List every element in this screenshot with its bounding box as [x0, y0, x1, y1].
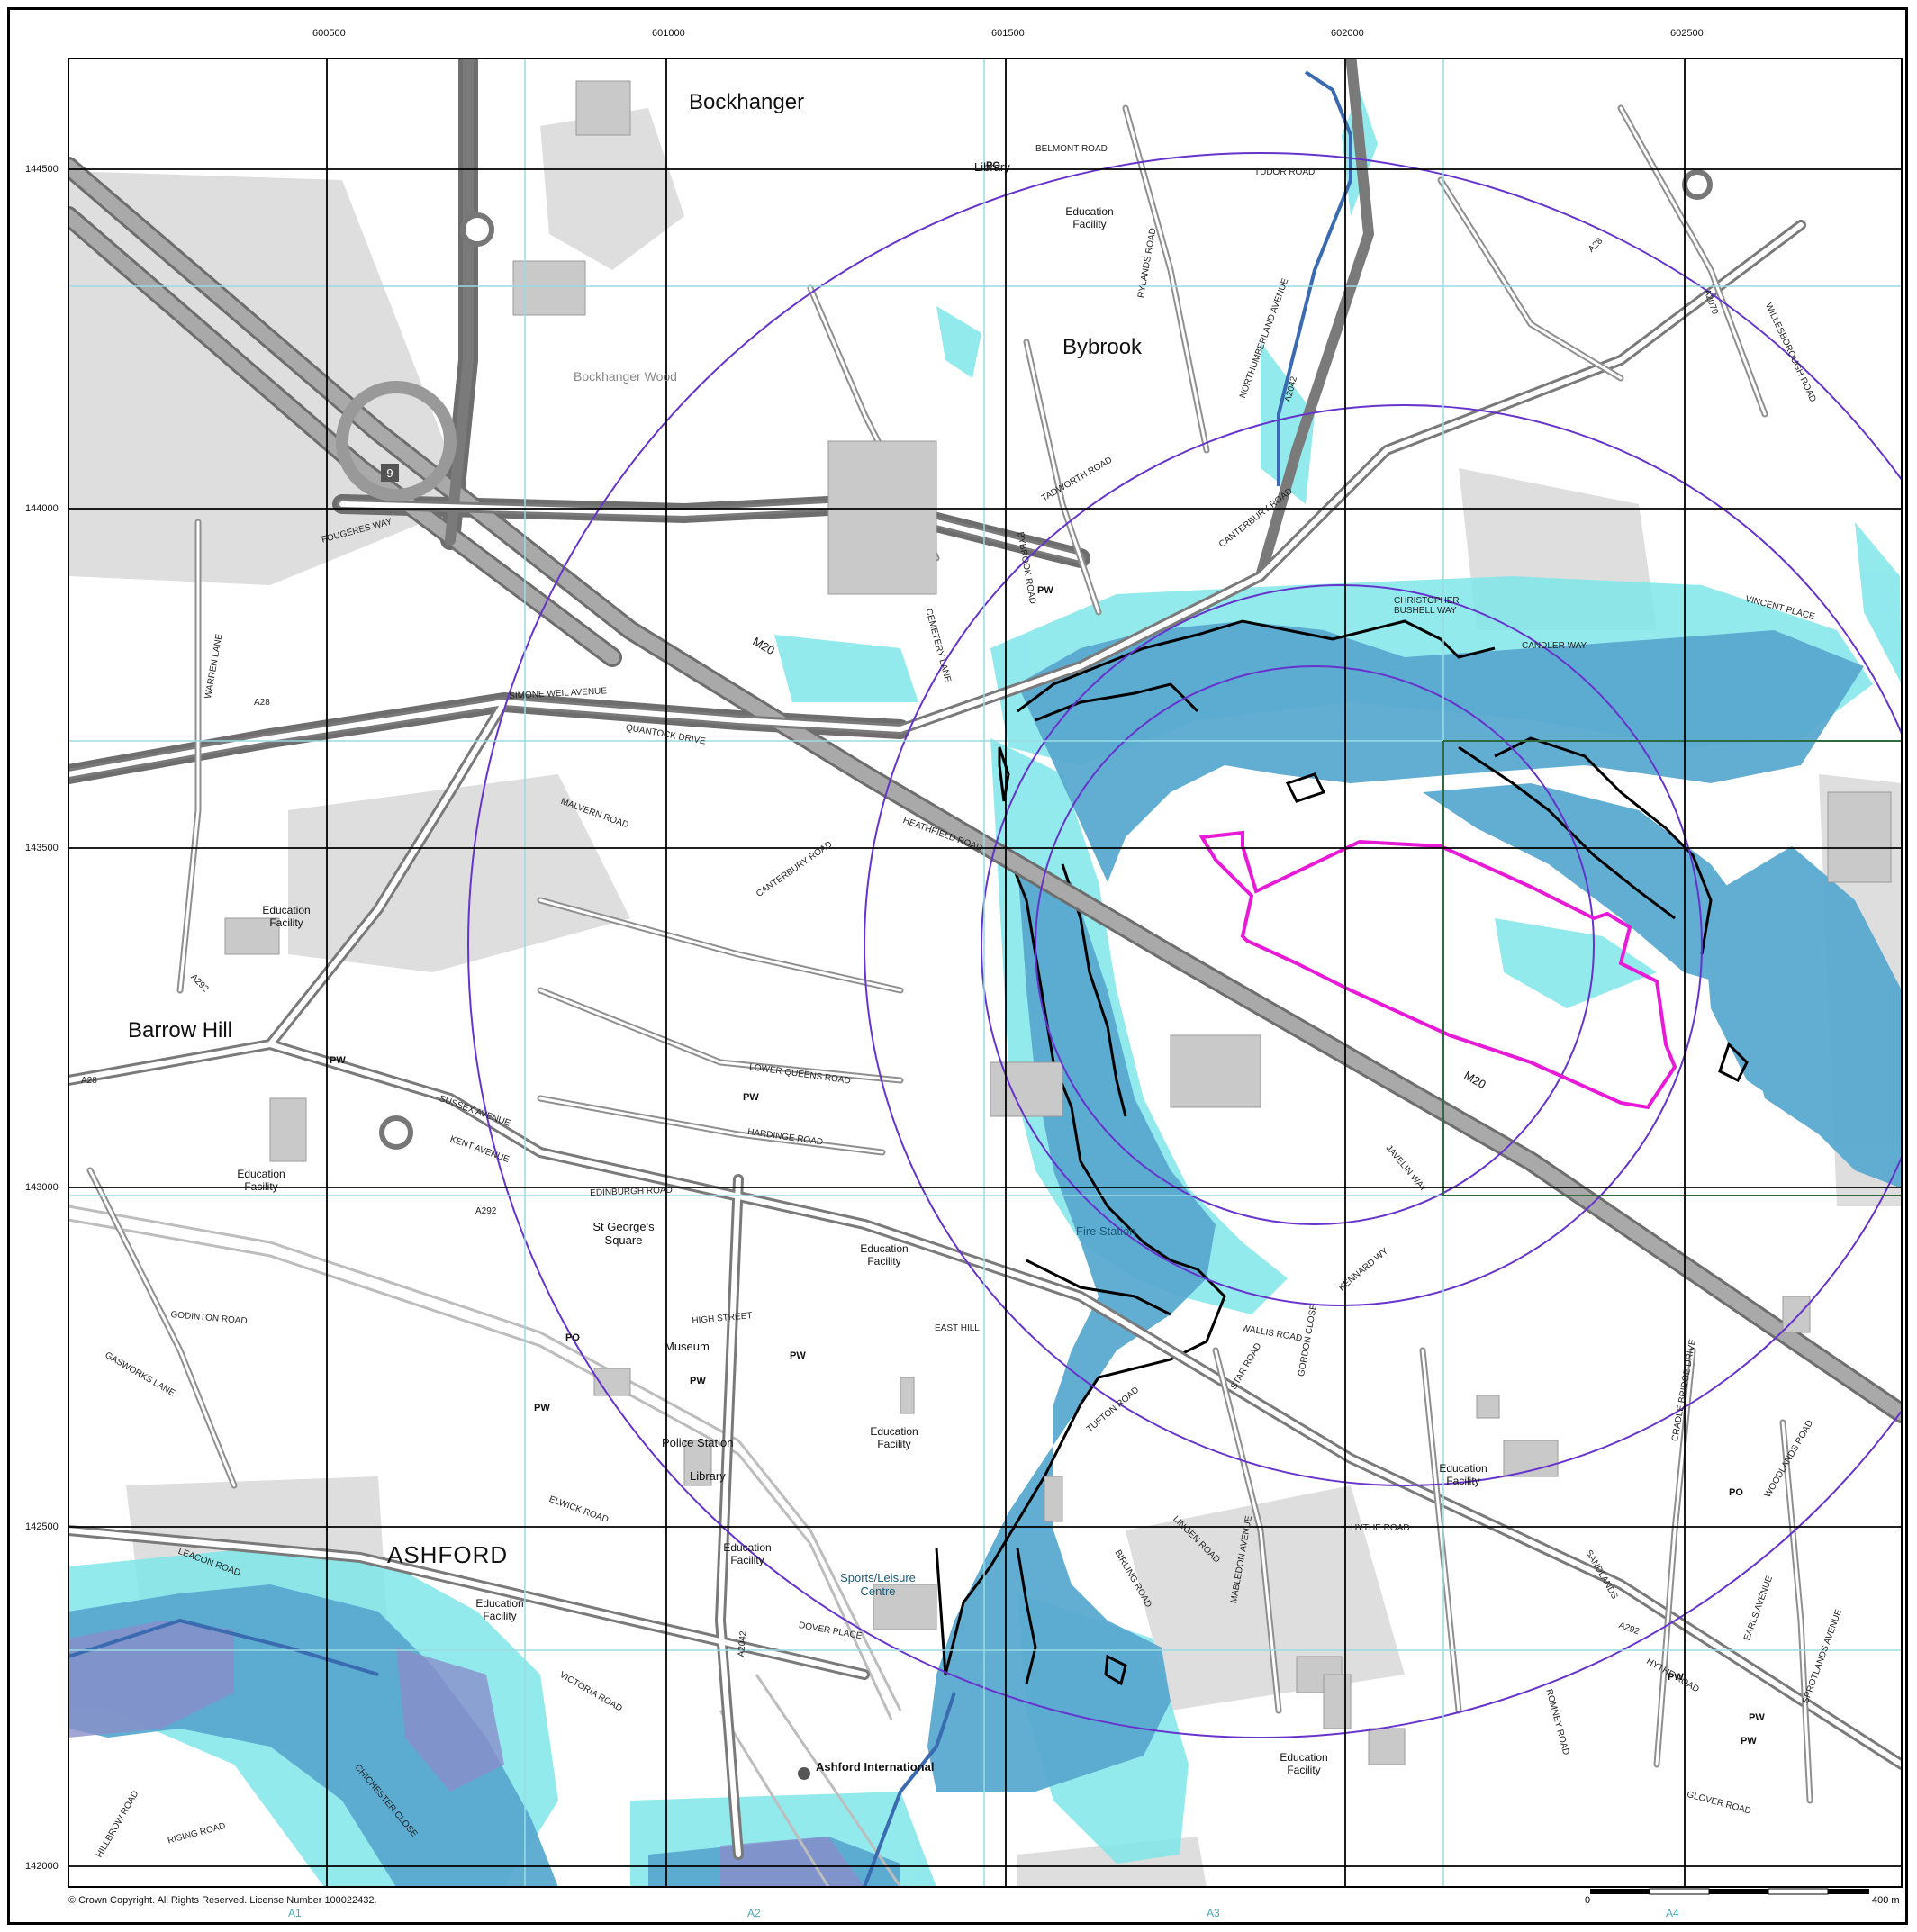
northing-label-6: 142000	[25, 1861, 59, 1872]
road-label-belmont: BELMONT ROAD	[1035, 144, 1108, 154]
education-facility-3: Education Facility	[237, 1168, 285, 1193]
northing-label-5: 142500	[25, 1521, 59, 1532]
place-ashford: ASHFORD	[387, 1541, 509, 1568]
northing-label-3: 143500	[25, 843, 59, 853]
sheet-label-a2: A2	[747, 1907, 761, 1919]
education-facility-4: Education Facility	[860, 1242, 909, 1268]
pw-marker-8: PW	[1749, 1712, 1765, 1723]
easting-label-3: 601500	[991, 28, 1025, 39]
scale-start-label: 0	[1585, 1895, 1591, 1906]
road-label-a28: A28	[254, 698, 270, 708]
northing-label-4: 143000	[25, 1182, 59, 1193]
pw-marker-5: PW	[790, 1350, 806, 1361]
scale-end-label: 400 m	[1872, 1895, 1900, 1906]
place-fire-station: Fire Station	[1076, 1224, 1136, 1238]
place-police-station: Police Station	[662, 1436, 734, 1449]
site-boundary[interactable]	[1198, 830, 1677, 1110]
road-label-christopher: CHRISTOPHER BUSHELL WAY	[1394, 596, 1460, 616]
map-border	[68, 58, 1903, 1888]
buffer-circles	[467, 152, 1902, 1738]
po-marker-1: PO	[565, 1332, 580, 1343]
education-facility-5: Education Facility	[870, 1425, 918, 1450]
place-library-2: Library	[974, 160, 1010, 174]
roundabouts	[336, 169, 1713, 1150]
pw-marker-4: PW	[690, 1376, 706, 1386]
po-marker-2: PO	[1729, 1487, 1743, 1498]
place-barrow-hill: Barrow Hill	[128, 1018, 233, 1043]
place-sports-centre: Sports/Leisure Centre	[840, 1571, 916, 1598]
motorway-m20	[68, 159, 1902, 1421]
scale-bar	[1590, 1888, 1869, 1895]
pw-marker-2: PW	[330, 1055, 346, 1066]
easting-label-1: 600500	[312, 28, 346, 39]
pw-marker-6: PW	[534, 1403, 550, 1413]
place-bybrook: Bybrook	[1062, 335, 1143, 359]
pw-marker-3: PW	[743, 1092, 759, 1103]
northing-label-1: 144500	[25, 164, 59, 175]
place-museum: Museum	[665, 1340, 710, 1353]
copyright-notice: © Crown Copyright. All Rights Reserved. …	[68, 1895, 377, 1906]
national-grid	[68, 59, 1902, 1887]
sheet-label-a4: A4	[1666, 1907, 1679, 1919]
education-facility-1: Education Facility	[1065, 205, 1114, 230]
sheet-grid-green	[1442, 740, 1902, 1196]
road-label-east-hill: EAST HILL	[935, 1323, 980, 1333]
railway-lines	[68, 1205, 902, 1887]
junction-number: 9	[386, 466, 393, 480]
easting-label-5: 602500	[1670, 28, 1704, 39]
education-facility-7: Education Facility	[475, 1597, 524, 1622]
education-facility-9: Education Facility	[1280, 1751, 1328, 1776]
sheet-label-a3: A3	[1207, 1907, 1220, 1919]
road-label-a292-2: A292	[475, 1206, 497, 1216]
place-bockhanger: Bockhanger	[689, 90, 805, 114]
po-marker-3: PO	[986, 160, 1000, 171]
pw-marker-1: PW	[1037, 585, 1053, 596]
place-library: Library	[690, 1469, 726, 1483]
junction-marker	[381, 464, 399, 482]
road-label-tudor: TUDOR ROAD	[1254, 167, 1316, 177]
place-st-georges: St George's Square	[592, 1220, 655, 1247]
northing-label-2: 144000	[25, 503, 59, 514]
place-ashford-international: Ashford International	[816, 1760, 935, 1774]
road-label-hythe: HYTHE ROAD	[1351, 1523, 1410, 1533]
education-facility-2: Education Facility	[262, 904, 311, 929]
sheet-label-a1: A1	[288, 1907, 302, 1919]
easting-label-4: 602000	[1331, 28, 1364, 39]
minor-streets-fill	[88, 106, 1812, 1802]
easting-label-2: 601000	[652, 28, 685, 39]
watercourses	[68, 70, 1352, 1887]
road-label-a28-2: A28	[81, 1076, 97, 1086]
place-bockhanger-wood: Bockhanger Wood	[574, 369, 677, 384]
station-icon	[798, 1767, 810, 1780]
buildings	[224, 80, 1892, 1765]
education-facility-6: Education Facility	[723, 1541, 772, 1566]
pw-marker-9: PW	[1741, 1736, 1757, 1747]
pw-marker-7: PW	[1668, 1672, 1684, 1683]
road-label-candler: CANDLER WAY	[1522, 641, 1587, 651]
education-facility-8: Education Facility	[1439, 1462, 1487, 1487]
